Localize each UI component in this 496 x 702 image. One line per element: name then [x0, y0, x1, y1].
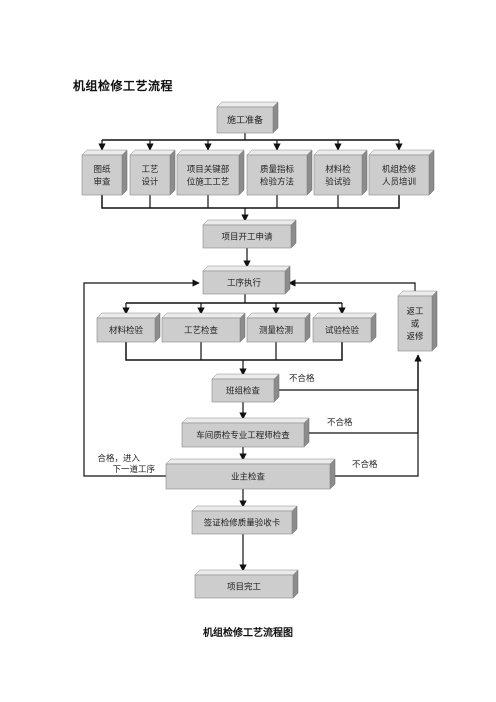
node-text: 返修: [406, 331, 424, 342]
node-text: 班组检查: [226, 386, 261, 397]
node-text: 或: [411, 319, 420, 330]
connector-line: [304, 355, 419, 434]
node-text: 工序执行: [227, 278, 262, 289]
node-text: 材料检验: [109, 325, 144, 336]
node-text: 项目完工: [227, 582, 262, 593]
node-text: 机组检修: [382, 164, 417, 175]
node-owner-check: 业主检查: [165, 458, 336, 490]
node-text: 车间质检专业工程师检查: [196, 430, 290, 441]
connectors: [83, 133, 422, 572]
pass-label-line2: 下一道工序: [112, 464, 155, 475]
node-workshop-check: 车间质检专业工程师检查: [181, 417, 310, 448]
node-text: 试验检验: [325, 325, 360, 336]
connector-line: [83, 279, 200, 477]
node-prep: 施工准备: [216, 101, 279, 134]
node-text: 设计: [141, 176, 159, 187]
fail-label-1: 不合格: [289, 373, 315, 384]
node-text: 签证检修质量验收卡: [204, 518, 281, 529]
figure-caption: 机组检修工艺流程图: [203, 628, 293, 639]
node-text: 业主检查: [231, 472, 266, 483]
node-text: 人员培训: [382, 176, 416, 187]
node-text: 位施工工艺: [187, 176, 230, 187]
node-process-execution: 工序执行: [202, 265, 291, 295]
node-text: 审查: [93, 176, 111, 187]
node-text: 工艺: [141, 165, 158, 175]
node-start-application: 项目开工申请: [202, 219, 297, 249]
node-text: 验试验: [325, 176, 351, 187]
node-trial-inspection: 试验检验: [312, 312, 377, 343]
boxes: 施工准备图纸审查工艺设计项目关键部位施工工艺质量指标检验方法材料检验试验机组检修…: [81, 101, 438, 599]
node-team-check: 班组检查: [211, 373, 280, 403]
node-measurement: 测量检测: [246, 312, 311, 343]
connector-line: [101, 195, 400, 209]
connector-line: [288, 279, 416, 296]
pass-label-line1: 合格，进入: [97, 453, 140, 464]
node-text: 质量指标: [260, 164, 295, 175]
node-text: 返工: [406, 306, 424, 317]
node-sign-card: 签证检修质量验收卡: [191, 505, 298, 535]
node-text: 项目开工申请: [221, 232, 273, 243]
node-text: 施工准备: [227, 114, 263, 126]
node-text: 材料检: [325, 164, 351, 175]
node-text: 工艺检查: [184, 325, 219, 336]
node-text: 项目关键部: [187, 164, 230, 175]
connector-line: [125, 342, 343, 361]
fail-label-2: 不合格: [327, 417, 353, 428]
node-material-inspection: 材料检验: [96, 312, 161, 343]
fail-label-3: 不合格: [352, 459, 378, 470]
connector-line: [330, 355, 419, 477]
node-text: 图纸: [93, 164, 111, 175]
node-text: 测量检测: [259, 325, 293, 336]
page-title: 机组检修工艺流程: [73, 79, 174, 93]
node-complete: 项目完工: [194, 569, 299, 599]
node-process-check: 工艺检查: [161, 312, 246, 343]
node-text: 检验方法: [260, 176, 294, 187]
